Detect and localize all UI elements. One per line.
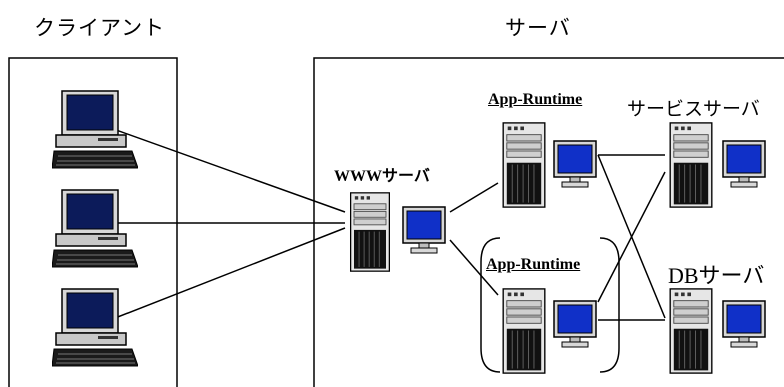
app-runtime-2-label: App-Runtime xyxy=(486,256,581,273)
connection-line xyxy=(449,239,499,296)
client-pc-icon xyxy=(52,288,138,367)
app-runtime-1-tower-icon xyxy=(502,122,546,208)
connection-line xyxy=(449,182,499,213)
db-server-monitor-icon xyxy=(722,300,766,348)
app-runtime-2-monitor-icon xyxy=(553,300,597,348)
service-server-tower-icon xyxy=(669,122,713,208)
client-pc-icon xyxy=(52,189,138,268)
client-pc-icon xyxy=(52,90,138,169)
www-server-tower-icon xyxy=(349,192,391,272)
service-server-monitor-icon xyxy=(722,140,766,188)
app-runtime-1-monitor-icon xyxy=(553,140,597,188)
app-runtime-bracket-left xyxy=(480,237,501,373)
app-runtime-1-label: App-Runtime xyxy=(488,91,583,108)
www-server-label: WWWサーバ xyxy=(334,168,430,185)
app-runtime-2-tower-icon xyxy=(502,288,546,374)
connection-line xyxy=(104,227,346,323)
app-runtime-bracket-right xyxy=(599,237,620,373)
connection-line xyxy=(597,171,666,303)
server-heading: サーバ xyxy=(505,16,571,40)
connection-line xyxy=(104,125,346,213)
service-server-label: サービスサーバ xyxy=(627,98,760,120)
client-box xyxy=(8,57,178,387)
client-heading: クライアント xyxy=(34,16,166,40)
db-server-label: DBサーバ xyxy=(668,263,765,288)
db-server-tower-icon xyxy=(669,288,713,374)
www-server-monitor-icon xyxy=(402,206,446,254)
server-box xyxy=(313,57,784,387)
